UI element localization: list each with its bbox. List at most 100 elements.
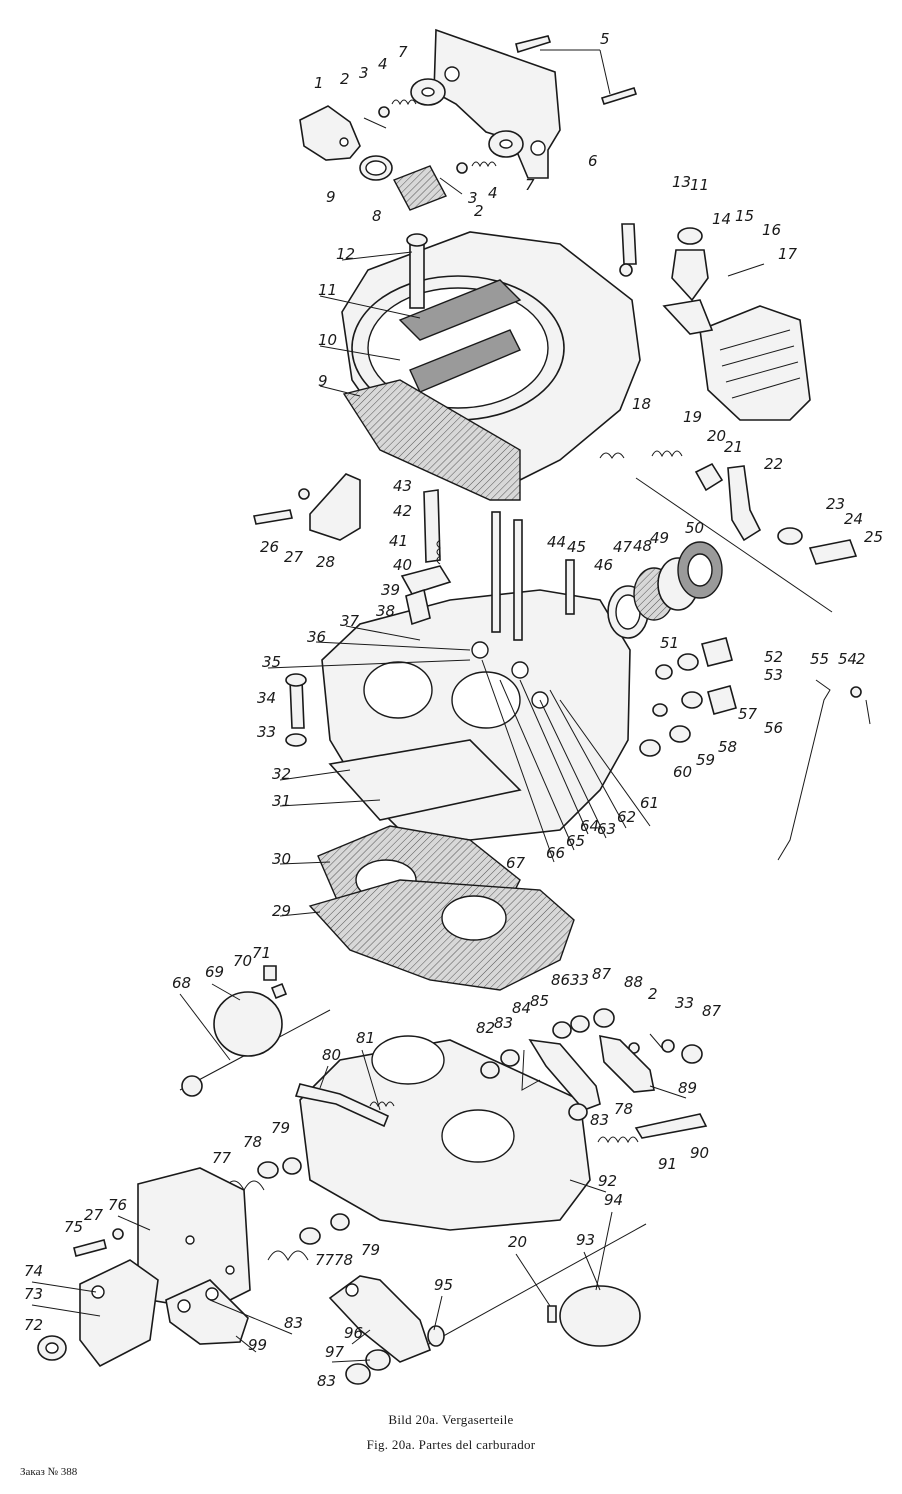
part-callout-81: 81 (356, 1029, 375, 1047)
tube-44 (491, 511, 501, 633)
part-callout-77: 77 (212, 1149, 232, 1167)
washer-23 (777, 527, 803, 545)
part-callout-45: 45 (567, 538, 586, 556)
part-callout-88: 88 (624, 973, 643, 991)
lever-96 (328, 1275, 431, 1363)
part-callout-61: 61 (640, 794, 659, 812)
part-callout-96: 96 (344, 1324, 363, 1342)
order-number-note: Заказ № 388 (20, 1466, 78, 1478)
part-callout-60: 60 (673, 763, 692, 781)
washer-57 (681, 691, 703, 709)
part-callout-33: 33 (675, 994, 694, 1012)
lever-22 (727, 465, 762, 542)
part-callout-91: 91 (658, 1155, 677, 1173)
part-callout-75: 75 (64, 1218, 83, 1236)
part-callout-67: 67 (506, 854, 526, 872)
part-callout-42: 42 (393, 502, 412, 520)
part-callout-34: 34 (257, 689, 276, 707)
pump-rod-43 (423, 489, 441, 563)
filter-screen-8 (393, 165, 447, 211)
pin-16 (727, 263, 765, 277)
upper-gasket-9 (342, 379, 521, 501)
part-callout-83: 83 (494, 1014, 513, 1032)
part-callout-78: 78 (614, 1100, 633, 1118)
washer-3-b (456, 162, 468, 174)
washer-27-b (112, 1228, 124, 1240)
lever-99 (165, 1279, 249, 1345)
part-callout-11: 11 (318, 281, 337, 299)
part-callout-10: 10 (318, 331, 337, 349)
part-callout-50: 50 (685, 519, 704, 537)
part-callout-38: 38 (376, 602, 395, 620)
needle-46 (565, 559, 575, 615)
part-callout-53: 53 (764, 666, 783, 684)
part-callout-83: 83 (590, 1111, 609, 1129)
part-callout-76: 76 (108, 1196, 127, 1214)
part-callout-85: 85 (530, 992, 549, 1010)
part-callout-13: 13 (672, 173, 691, 191)
choke-shaft-24 (635, 477, 833, 613)
washer-33-b (570, 1015, 590, 1033)
part-callout-24: 24 (844, 510, 863, 528)
washer-79-a (282, 1157, 302, 1175)
part-callout-8: 8 (372, 207, 382, 225)
spring-18 (599, 452, 625, 459)
part-callout-72: 72 (24, 1316, 43, 1334)
part-callout-14: 14 (712, 210, 731, 228)
bracket-74 (79, 1259, 159, 1368)
bracket-40 (400, 565, 452, 595)
part-callout-33: 33 (570, 971, 589, 989)
throttle-disc-93 (559, 1285, 641, 1347)
spring-41 (436, 539, 441, 565)
split-pin-2-b (439, 177, 463, 195)
jet-51 (655, 664, 673, 680)
spring-91 (597, 1136, 639, 1144)
cover-plate-6 (433, 28, 561, 179)
stirrup-39 (405, 588, 431, 626)
part-callout-18: 18 (632, 395, 651, 413)
part-callout-66: 66 (546, 844, 565, 862)
part-callout-68: 68 (172, 974, 191, 992)
part-callout-17: 17 (778, 245, 798, 263)
screw-20-b (547, 1305, 557, 1323)
spring-81 (369, 1101, 395, 1108)
part-callout-52: 52 (764, 648, 783, 666)
part-callout-93: 93 (576, 1231, 595, 1249)
lever-85 (528, 1038, 601, 1111)
part-callout-12: 12 (336, 245, 355, 263)
split-pin-2-c (865, 699, 871, 725)
part-callout-39: 39 (381, 581, 400, 599)
figure-caption-spanish: Fig. 20a. Partes del carburador (366, 1437, 536, 1452)
part-callout-70: 70 (233, 952, 252, 970)
spring-84 (521, 1049, 541, 1091)
part-callout-30: 30 (272, 850, 291, 868)
throttle-body-group (179, 965, 708, 1262)
part-callout-65: 65 (566, 832, 585, 850)
lever-89 (599, 1034, 655, 1093)
part-callout-37: 37 (340, 612, 360, 630)
part-callout-83: 83 (317, 1372, 336, 1390)
lower-left-group (37, 1167, 251, 1368)
air-cleaner-17 (699, 305, 811, 421)
part-callout-2: 2 (856, 650, 866, 668)
washer-86 (552, 1021, 572, 1039)
part-callout-83: 83 (284, 1314, 303, 1332)
part-callout-23: 23 (826, 495, 845, 513)
part-callout-74: 74 (24, 1262, 43, 1280)
nut-82 (480, 1061, 500, 1079)
fitting-15 (671, 249, 709, 302)
part-callout-16: 16 (762, 221, 781, 239)
washer-59 (669, 725, 691, 743)
nut-87-b (681, 1044, 703, 1064)
washer-14 (677, 227, 703, 245)
filter-plug-1 (299, 105, 361, 161)
part-callout-59: 59 (696, 751, 715, 769)
part-callout-73: 73 (24, 1285, 43, 1303)
part-callout-95: 95 (434, 1276, 453, 1294)
part-callout-3: 3 (359, 64, 369, 82)
part-callout-48: 48 (633, 537, 652, 555)
part-callout-90: 90 (690, 1144, 709, 1162)
screw-80 (294, 1083, 390, 1128)
part-callout-25: 25 (864, 528, 883, 546)
